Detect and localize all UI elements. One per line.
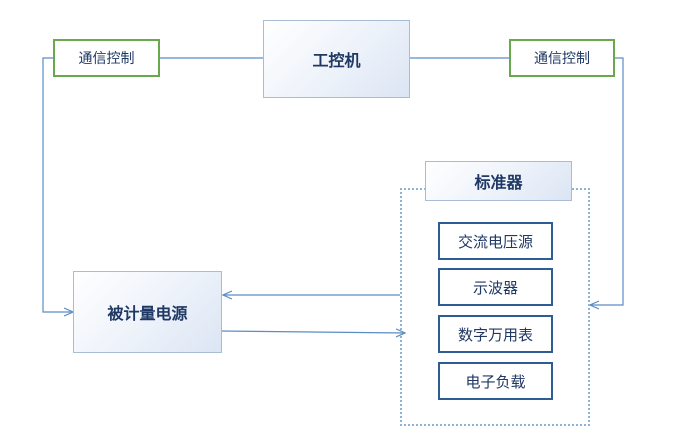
instrument-label: 电子负载 <box>465 372 526 391</box>
line-comm-left-to-dut <box>42 57 73 312</box>
standard-title-box: 标准器 <box>425 161 572 201</box>
instrument-label: 交流电压源 <box>457 232 533 251</box>
instrument-digital-multimeter: 数字万用表 <box>438 315 553 353</box>
comm-control-left: 通信控制 <box>53 39 160 77</box>
comm-control-right-label: 通信控制 <box>534 51 590 67</box>
instrument-electronic-load: 电子负载 <box>438 362 553 400</box>
dut-label: 被计量电源 <box>107 304 188 323</box>
comm-control-right: 通信控制 <box>509 39 615 77</box>
instrument-oscilloscope: 示波器 <box>438 268 553 306</box>
comm-control-left-label: 通信控制 <box>78 51 135 67</box>
standard-title: 标准器 <box>474 173 523 192</box>
dut-power-supply-box: 被计量电源 <box>73 271 222 353</box>
instrument-label: 数字万用表 <box>457 325 533 344</box>
ipc-label: 工控机 <box>312 51 361 70</box>
ipc-box: 工控机 <box>263 20 410 98</box>
instrument-ac-voltage-source: 交流电压源 <box>438 222 553 260</box>
arrow-dut-to-standard <box>220 331 405 333</box>
instrument-label: 示波器 <box>472 278 518 297</box>
line-comm-right-to-standard <box>590 57 624 305</box>
